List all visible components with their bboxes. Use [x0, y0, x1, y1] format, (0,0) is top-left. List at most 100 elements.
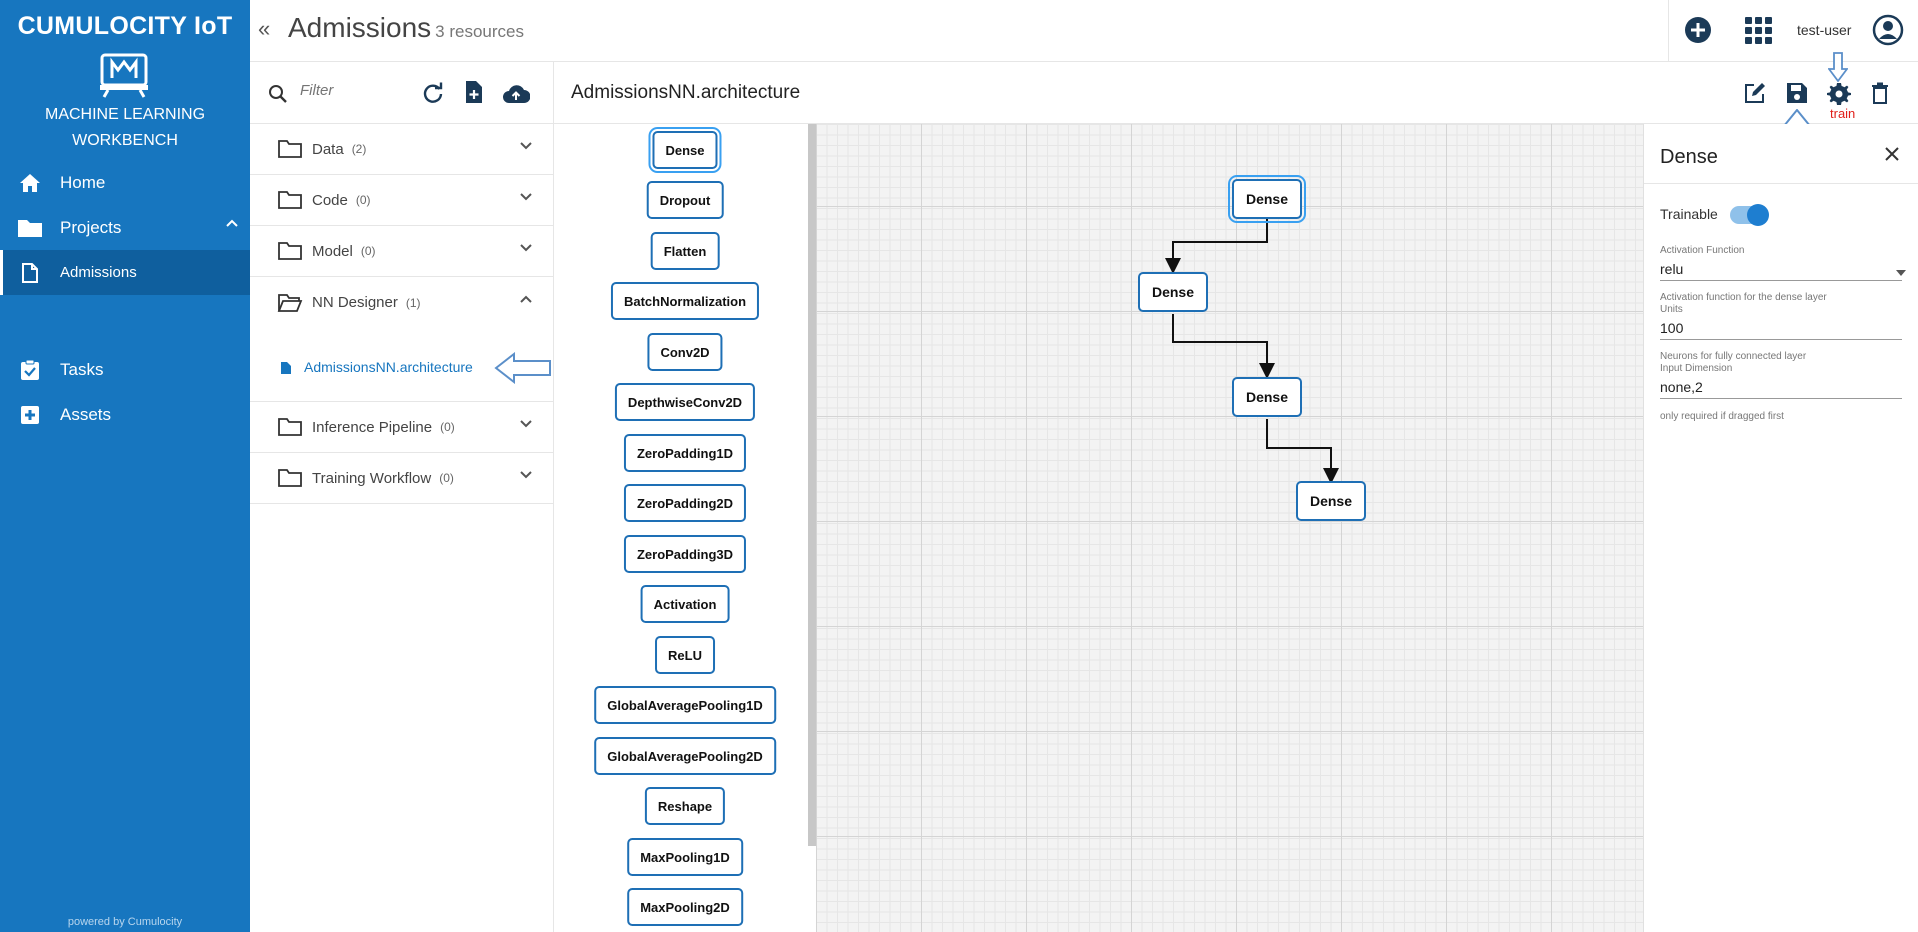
activation-hint: Activation function for the dense layer [1660, 292, 1827, 303]
nav-admissions[interactable]: Admissions [0, 250, 250, 295]
gear-train-icon[interactable] [1827, 82, 1851, 106]
palette-maxpooling2d[interactable]: MaxPooling2D [627, 888, 743, 926]
nav-assets[interactable]: Assets [0, 392, 250, 437]
edge-1-2 [1165, 219, 1268, 274]
folder-code[interactable]: Code (0) [250, 175, 554, 226]
folder-outline-icon [278, 418, 302, 436]
new-file-icon[interactable] [464, 80, 484, 104]
nav-home[interactable]: Home [0, 160, 250, 205]
folder-training-workflow[interactable]: Training Workflow (0) [250, 453, 554, 504]
folder-icon [0, 218, 60, 238]
palette-conv2d[interactable]: Conv2D [647, 333, 723, 371]
trainable-toggle[interactable] [1730, 204, 1769, 226]
folder-count: (0) [360, 244, 376, 258]
nav-tasks[interactable]: Tasks [0, 347, 250, 392]
palette-globalaveragepooling1d[interactable]: GlobalAveragePooling1D [594, 686, 776, 724]
palette-zeropadding3d[interactable]: ZeroPadding3D [623, 535, 747, 573]
folder-outline-icon [278, 140, 302, 158]
add-plus-icon[interactable] [1684, 16, 1712, 49]
folder-open-icon [277, 293, 303, 312]
palette-maxpooling1d[interactable]: MaxPooling1D [627, 838, 743, 876]
file-panel: Data (2) Code (0) Model (0) NN Designer … [250, 62, 554, 932]
nav-admissions-label: Admissions [60, 264, 137, 281]
input-dim-label: Input Dimension [1660, 363, 1733, 374]
input-dim-input[interactable]: none,2 [1660, 375, 1902, 399]
canvas-node-dense[interactable]: Dense [1228, 175, 1306, 223]
file-icon [0, 262, 60, 283]
train-label: train [1830, 106, 1856, 121]
palette-depthwiseconv2d[interactable]: DepthwiseConv2D [614, 383, 756, 421]
user-avatar-icon[interactable] [1872, 14, 1904, 51]
palette-zeropadding1d[interactable]: ZeroPadding1D [623, 434, 747, 472]
folder-data[interactable]: Data (2) [250, 124, 554, 175]
chevron-down-icon [520, 142, 532, 150]
app-name-line1: MACHINE LEARNING [44, 106, 206, 123]
folder-label: Training Workflow [312, 469, 432, 487]
folder-label: NN Designer [312, 294, 398, 311]
folder-outline-icon [278, 242, 302, 260]
chevron-down-icon [520, 471, 532, 479]
trainable-label: Trainable [1660, 206, 1718, 222]
folder-nn-designer[interactable]: NN Designer (1) [250, 277, 554, 328]
folder-count: (0) [440, 420, 455, 434]
sidebar: CUMULOCITY IoT MACHINE LEARNING WORKBENC… [0, 0, 250, 932]
folder-model[interactable]: Model (0) [250, 226, 554, 277]
app-grid-icon[interactable] [1744, 16, 1774, 51]
palette-dropout[interactable]: Dropout [646, 181, 724, 219]
activation-select[interactable]: relu [1660, 257, 1902, 281]
properties-title: Dense [1660, 146, 1718, 168]
search-icon [269, 85, 287, 103]
palette-relu[interactable]: ReLU [655, 636, 715, 674]
clipboard-check-icon [0, 359, 60, 381]
home-icon [0, 173, 60, 193]
save-icon[interactable] [1786, 82, 1808, 104]
palette-globalaveragepooling2d[interactable]: GlobalAveragePooling2D [594, 737, 776, 775]
file-item-admissionsnn: AdmissionsNN.architecture [250, 332, 554, 402]
units-input[interactable]: 100 [1660, 316, 1902, 340]
filter-bar [250, 62, 554, 124]
refresh-icon[interactable] [422, 82, 444, 104]
resource-count: 3 resources [435, 22, 524, 41]
designer-toolbar: AdmissionsNN.architecture train [554, 62, 1918, 124]
units-hint: Neurons for fully connected layer [1660, 351, 1807, 362]
file-link-admissionsnn[interactable]: AdmissionsNN.architecture [304, 359, 473, 375]
palette-dense[interactable]: Dense [648, 127, 722, 173]
powered-by: powered by Cumulocity [67, 916, 183, 928]
ml-workbench-logo-icon [100, 53, 148, 98]
nav-projects-label: Projects [60, 217, 122, 237]
cloud-upload-icon[interactable] [502, 84, 530, 104]
palette-scrollbar[interactable] [808, 124, 816, 846]
app-name-line2: WORKBENCH [72, 132, 178, 149]
collapse-sidebar-icon[interactable]: « [258, 16, 271, 41]
file-icon [281, 362, 291, 374]
chevron-down-icon [520, 420, 532, 428]
user-name[interactable]: test-user [1797, 22, 1852, 38]
folder-inference-pipeline[interactable]: Inference Pipeline (0) [250, 402, 554, 453]
close-icon[interactable] [1884, 146, 1900, 162]
chevron-up-icon [226, 219, 238, 227]
edge-2-3 [1172, 314, 1275, 379]
canvas-node-dense[interactable]: Dense [1232, 377, 1302, 417]
nav-projects[interactable]: Projects [0, 205, 250, 250]
app-name: MACHINE LEARNING WORKBENCH [0, 102, 250, 154]
folder-label: Inference Pipeline [312, 418, 433, 436]
design-canvas[interactable]: Dense Dense Dense Dense [816, 124, 1643, 932]
canvas-node-dense[interactable]: Dense [1296, 481, 1366, 521]
palette-activation[interactable]: Activation [640, 585, 730, 623]
activation-label: Activation Function [1660, 245, 1745, 256]
folder-outline-icon [278, 191, 302, 209]
input-dim-hint: only required if dragged first [1660, 411, 1784, 422]
chevron-down-icon [520, 193, 532, 201]
palette-batchnormalization[interactable]: BatchNormalization [610, 282, 760, 320]
filter-input[interactable] [300, 82, 410, 99]
palette-zeropadding2d[interactable]: ZeroPadding2D [623, 484, 747, 522]
palette-reshape[interactable]: Reshape [644, 787, 726, 825]
edit-icon[interactable] [1744, 82, 1766, 104]
canvas-node-dense[interactable]: Dense [1138, 272, 1208, 312]
palette-flatten[interactable]: Flatten [650, 232, 720, 270]
trash-icon[interactable] [1871, 82, 1889, 104]
edge-3-4 [1266, 419, 1339, 484]
